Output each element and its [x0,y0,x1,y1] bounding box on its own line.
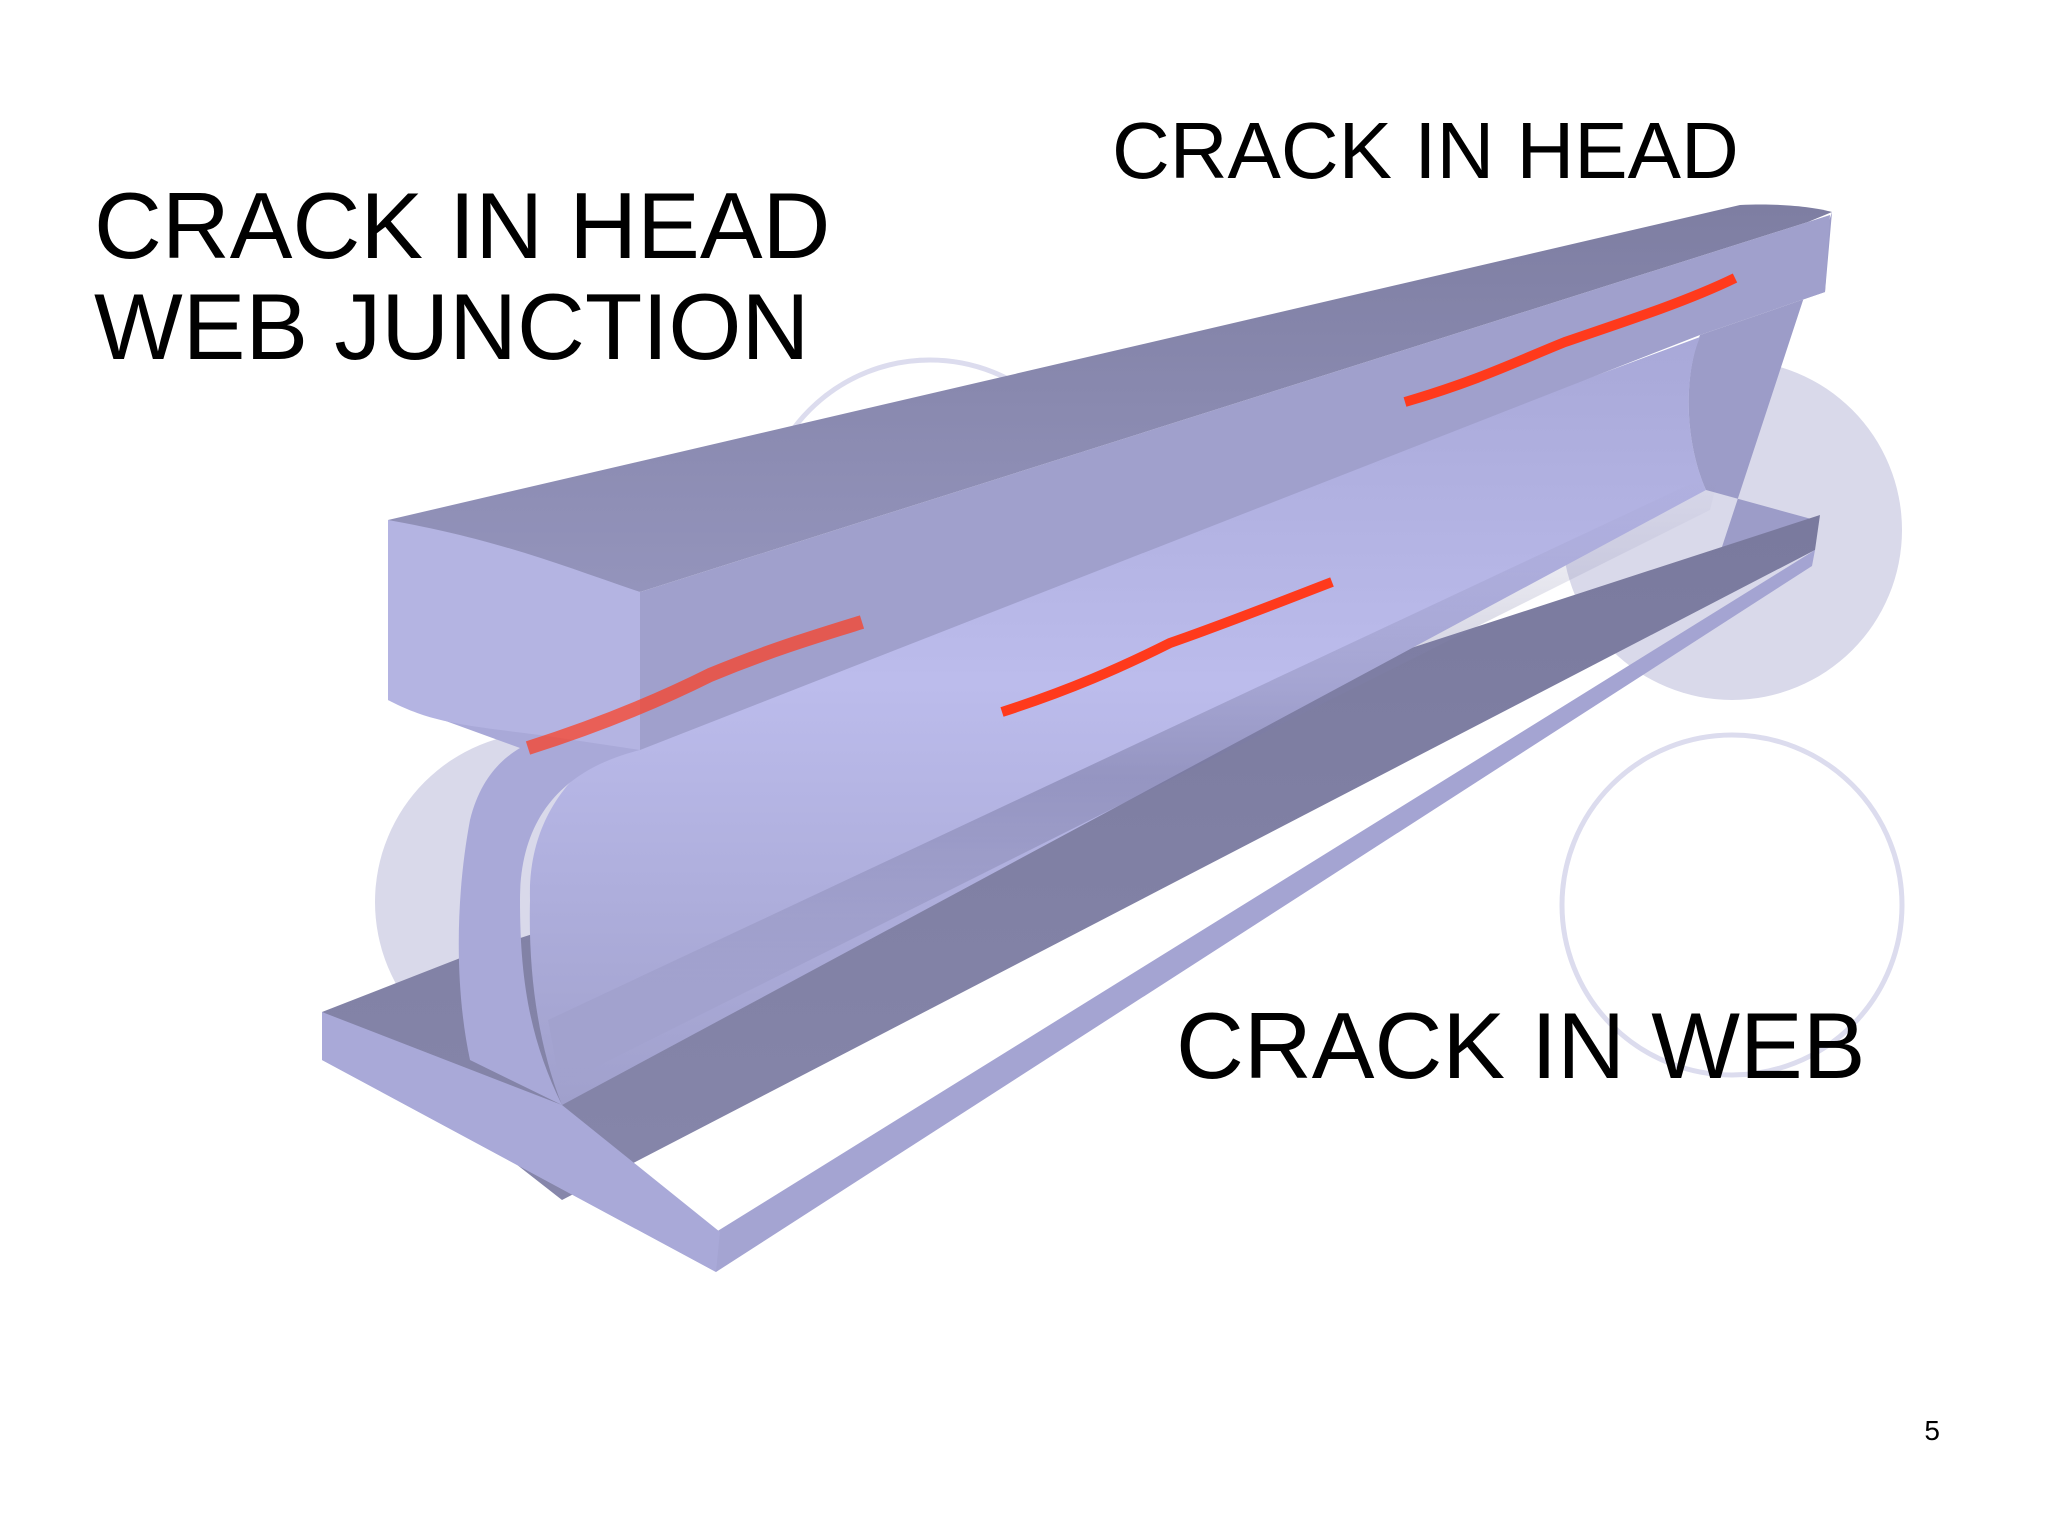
rail-head-top [388,204,1832,592]
crack-head-web-junction [525,615,865,755]
label-crack-head: CRACK IN HEAD [1112,106,1739,195]
crack-head [1403,273,1738,407]
rail-head-end [388,520,640,750]
label-line-2: WEB JUNCTION [94,273,810,379]
label-crack-head-web-junction: CRACK IN HEAD WEB JUNCTION [94,173,854,379]
rail-head-side [640,215,1830,750]
rail-far-end [1688,212,1832,553]
crack-web [1000,577,1334,717]
rail-foot-edge-long [716,550,1815,1272]
slide-page-number: 5 [1924,1415,1940,1446]
rail-web-shadow [548,470,1720,1085]
label-line-1: CRACK IN HEAD [94,173,831,278]
label-crack-web: CRACK IN WEB [1176,993,1866,1098]
decor-ring-bottom-right [1559,732,1905,1078]
